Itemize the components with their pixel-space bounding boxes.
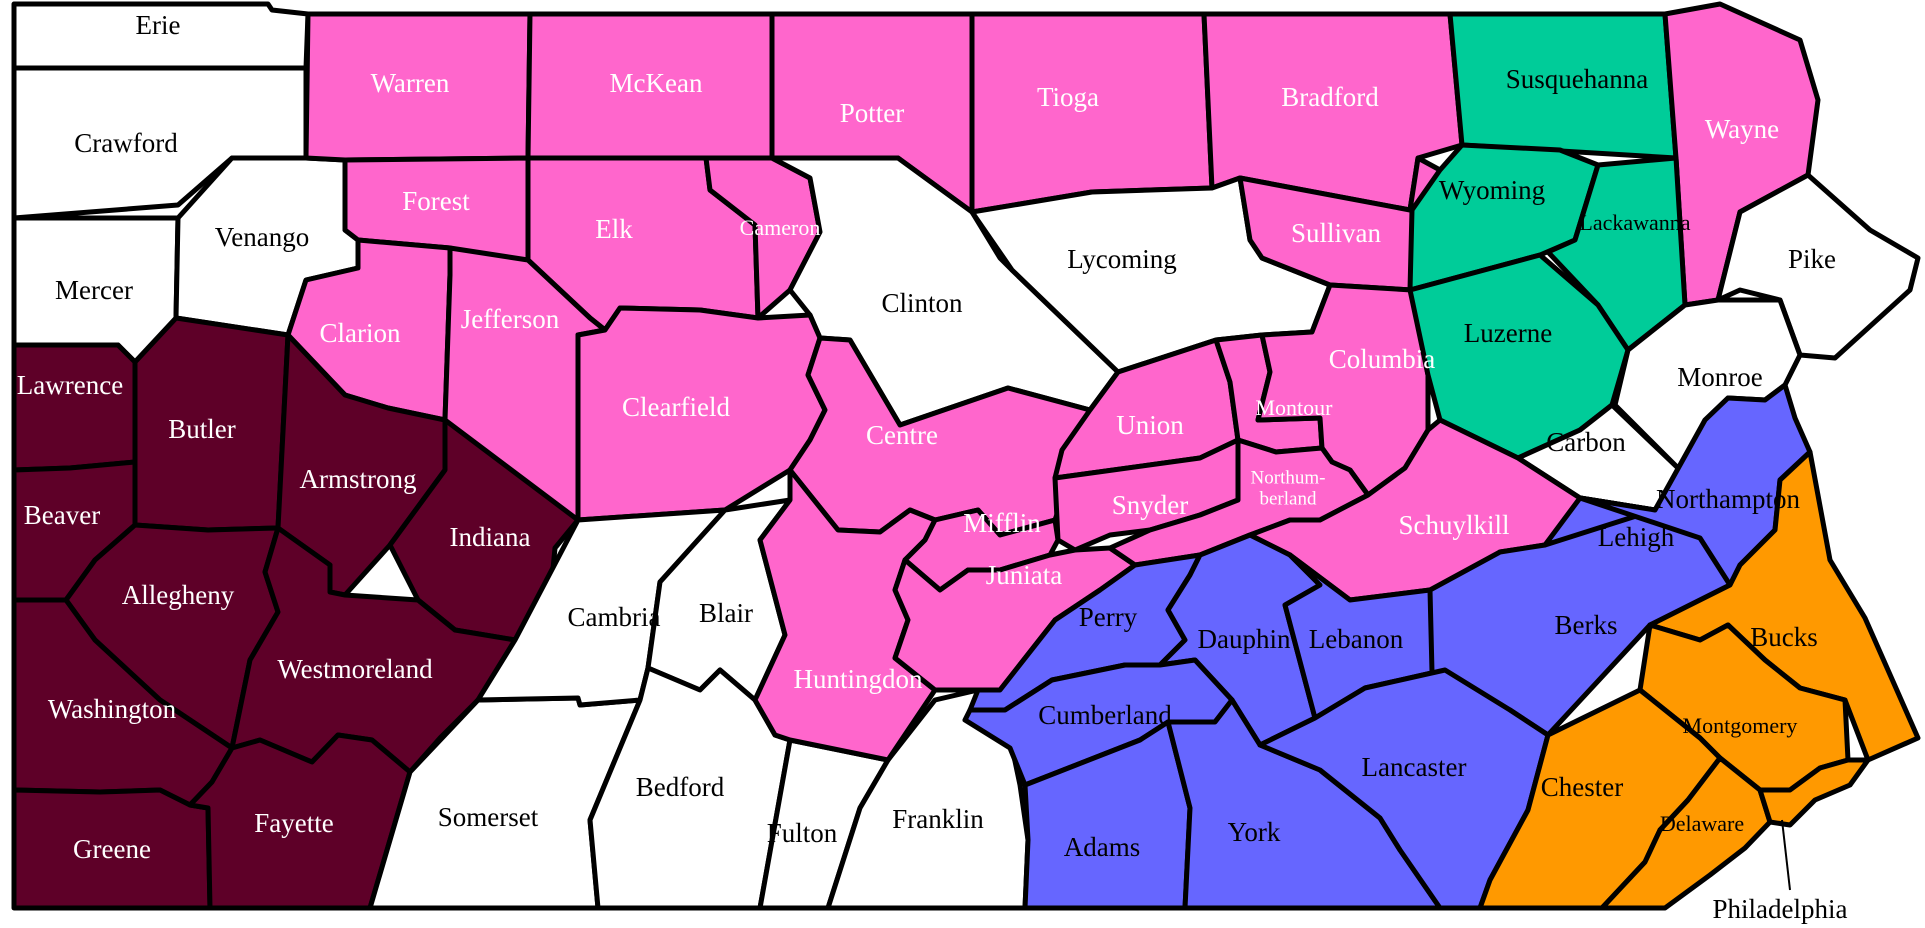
county-label-fulton: Fulton (767, 818, 838, 848)
county-label-juniata: Juniata (986, 560, 1062, 590)
county-label-cameron: Cameron (740, 215, 821, 240)
county-label-centre: Centre (866, 420, 938, 450)
county-label-clarion: Clarion (320, 318, 401, 348)
county-label-beaver: Beaver (24, 500, 100, 530)
county-label-snyder: Snyder (1112, 490, 1189, 520)
county-label-butler: Butler (168, 414, 236, 444)
county-label-northampton: Northampton (1656, 484, 1800, 514)
county-label-monroe: Monroe (1677, 362, 1762, 392)
county-label-mercer: Mercer (55, 275, 133, 305)
county-label-line: berland (1260, 489, 1317, 510)
county-label-perry: Perry (1079, 602, 1138, 632)
county-label-bradford: Bradford (1281, 82, 1379, 112)
philadelphia-leader-line (1781, 819, 1791, 891)
county-label-warren: Warren (371, 68, 450, 98)
county-label-delaware: Delaware (1660, 811, 1744, 836)
county-label-adams: Adams (1064, 832, 1141, 862)
county-philadelphia[interactable] (1757, 757, 1871, 828)
county-label-fayette: Fayette (254, 808, 333, 838)
county-label-lycoming: Lycoming (1067, 244, 1177, 274)
county-label-line: Northum- (1251, 468, 1326, 489)
county-label-armstrong: Armstrong (300, 464, 417, 494)
county-label-cumberland: Cumberland (1038, 700, 1172, 730)
county-label-venango: Venango (215, 222, 309, 252)
county-label-lehigh: Lehigh (1598, 522, 1675, 552)
county-label-wayne: Wayne (1705, 114, 1779, 144)
county-tioga[interactable] (969, 11, 1215, 215)
county-label-bedford: Bedford (636, 772, 725, 802)
county-label-pike: Pike (1788, 244, 1836, 274)
county-label-franklin: Franklin (892, 804, 984, 834)
county-label-huntingdon: Huntingdon (793, 664, 923, 694)
county-label-wyoming: Wyoming (1439, 175, 1545, 205)
county-label-cambria: Cambria (568, 602, 661, 632)
county-label-chester: Chester (1541, 772, 1623, 802)
county-label-jefferson: Jefferson (461, 304, 560, 334)
county-label-carbon: Carbon (1546, 427, 1626, 457)
county-label-lebanon: Lebanon (1309, 624, 1404, 654)
county-label-philadelphia: Philadelphia (1713, 894, 1848, 924)
county-label-montgomery: Montgomery (1683, 713, 1798, 738)
county-label-schuylkill: Schuylkill (1398, 510, 1509, 540)
county-label-clearfield: Clearfield (622, 392, 730, 422)
county-label-tioga: Tioga (1037, 82, 1099, 112)
county-label-forest: Forest (402, 186, 470, 216)
county-label-montour: Montour (1256, 395, 1334, 420)
county-label-somerset: Somerset (438, 802, 539, 832)
county-label-dauphin: Dauphin (1198, 624, 1291, 654)
county-label-blair: Blair (699, 598, 753, 628)
county-label-susquehanna: Susquehanna (1506, 64, 1648, 94)
county-fayette[interactable] (187, 732, 413, 911)
county-label-erie: Erie (136, 10, 181, 40)
county-label-westmoreland: Westmoreland (277, 654, 433, 684)
county-label-crawford: Crawford (74, 128, 178, 158)
county-label-elk: Elk (595, 214, 633, 244)
county-label-clinton: Clinton (881, 288, 963, 318)
county-label-berks: Berks (1555, 610, 1618, 640)
county-label-luzerne: Luzerne (1464, 318, 1552, 348)
county-label-union: Union (1116, 410, 1184, 440)
county-label-allegheny: Allegheny (122, 580, 235, 610)
county-label-northum-berland: Northum-berland (1251, 468, 1326, 510)
county-lawrence[interactable] (11, 342, 148, 473)
county-label-columbia: Columbia (1329, 344, 1436, 374)
county-label-york: York (1228, 817, 1281, 847)
county-label-washington: Washington (48, 694, 177, 724)
county-label-sullivan: Sullivan (1291, 218, 1382, 248)
county-label-mckean: McKean (610, 68, 703, 98)
county-label-lancaster: Lancaster (1362, 752, 1467, 782)
county-label-indiana: Indiana (450, 522, 531, 552)
county-label-bucks: Bucks (1750, 622, 1818, 652)
county-label-lackawanna: Lackawanna (1579, 210, 1690, 235)
county-label-greene: Greene (73, 834, 151, 864)
county-label-potter: Potter (840, 98, 905, 128)
county-label-mifflin: Mifflin (963, 508, 1041, 538)
county-shapes (11, 1, 1921, 911)
county-label-lawrence: Lawrence (17, 370, 123, 400)
